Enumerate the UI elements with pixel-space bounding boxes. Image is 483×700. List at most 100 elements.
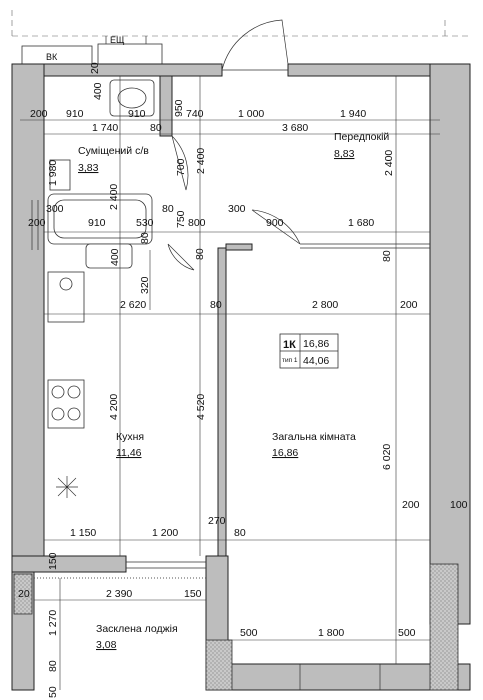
dim-1270: 1 270 [47, 610, 59, 636]
window-kitchen-left [31, 200, 39, 250]
dim-100: 100 [450, 499, 468, 511]
door-living [251, 209, 301, 245]
dim-80a: 80 [150, 122, 162, 134]
apartment-living-area: 16,86 [303, 338, 329, 350]
dim-2400c: 2 400 [383, 150, 395, 176]
dim-4520: 4 520 [195, 394, 207, 420]
dim-320: 320 [139, 276, 151, 294]
window-living-bottom [299, 664, 381, 690]
dim-530: 530 [136, 217, 154, 229]
room-area-kitchen: 11,46 [116, 447, 142, 459]
dim-2400b: 2 400 [195, 148, 207, 174]
bathtub-inner [53, 199, 147, 239]
room-name-loggia: Засклена лоджія [96, 623, 178, 635]
dim-500b: 500 [398, 627, 416, 639]
apartment-type-sub: тип 1 [282, 357, 298, 364]
dim-200d: 200 [402, 499, 420, 511]
room-name-hall: Передпокій [334, 131, 389, 143]
bathroom-fixtures [47, 79, 155, 323]
dim-270: 270 [208, 515, 226, 527]
dim-700: 700 [175, 158, 187, 176]
dim-6020: 6 020 [381, 444, 393, 470]
dim-2620: 2 620 [120, 299, 146, 311]
dim-1740: 1 740 [92, 122, 118, 134]
dim-750: 750 [175, 210, 187, 228]
dim-300b: 300 [228, 203, 246, 215]
kitchen-sink-bowl-icon [59, 277, 73, 291]
dim-20b: 20 [18, 588, 30, 600]
wall-insulation-bottom [205, 639, 233, 691]
walls [11, 63, 471, 691]
burner-icon-2 [67, 385, 81, 399]
dim-2390: 2 390 [106, 588, 132, 600]
partition-hall-living [300, 243, 430, 249]
washing-machine [49, 159, 71, 191]
sink-bowl-icon [117, 87, 147, 109]
door-bathroom [171, 135, 189, 191]
dim-500a: 500 [240, 627, 258, 639]
wall-kitchen-bottom [11, 555, 127, 573]
burner-icon-1 [51, 385, 65, 399]
dim-80f: 80 [210, 299, 222, 311]
room-area-bath: 3,83 [78, 162, 99, 174]
dim-910a: 910 [66, 108, 84, 120]
wall-left [11, 63, 45, 563]
dim-950: 950 [173, 99, 185, 117]
stove [47, 379, 85, 429]
dim-20a: 20 [89, 62, 101, 74]
dim-1940: 1 940 [340, 108, 366, 120]
room-name-kitchen: Кухня [116, 431, 144, 443]
toilet [85, 243, 133, 269]
dim-200c: 200 [400, 299, 418, 311]
dimension-labels: 200 910 910 950 740 1 000 1 940 1 740 80… [18, 62, 468, 698]
dim-740: 740 [186, 108, 204, 120]
dim-900: 900 [266, 217, 284, 229]
dim-80h: 80 [47, 660, 59, 672]
dim-3680: 3 680 [282, 122, 308, 134]
dim-150a: 150 [47, 552, 59, 570]
burner-icon-3 [51, 407, 65, 421]
dim-910c: 910 [88, 217, 106, 229]
wall-right [429, 63, 471, 625]
dimension-lines [20, 76, 440, 690]
dim-80b: 80 [162, 203, 174, 215]
dim-2800: 2 800 [312, 299, 338, 311]
door-entrance [221, 19, 289, 71]
dim-400b: 400 [109, 248, 121, 266]
room-area-living: 16,86 [272, 447, 298, 459]
apartment-type: 1К [283, 339, 296, 351]
door-kitchen [167, 243, 195, 271]
apartment-stamp: 1К тип 1 16,86 44,06 [279, 333, 339, 369]
wall-insulation-loggia [13, 573, 33, 615]
door-loggia [126, 561, 206, 569]
dim-1800: 1 800 [318, 627, 344, 639]
dim-300a: 300 [46, 203, 64, 215]
wall-bath-right [159, 75, 173, 137]
dim-800: 800 [188, 217, 206, 229]
room-name-living: Загальна кімната [272, 431, 356, 443]
openings [31, 19, 430, 690]
dim-910b: 910 [128, 108, 146, 120]
dim-1680: 1 680 [348, 217, 374, 229]
dim-1150: 1 150 [70, 527, 96, 539]
dim-2400a: 2 400 [108, 184, 120, 210]
wall-insulation-right [429, 563, 459, 691]
vent-star-icon [56, 476, 78, 498]
room-labels: Передпокій 8,83 Суміщений с/в 3,83 Кухня… [78, 131, 389, 651]
burner-icon-4 [67, 407, 81, 421]
apartment-total-area: 44,06 [303, 355, 329, 367]
dim-1980: 1 980 [47, 160, 59, 186]
kitchen-fixtures [47, 379, 85, 498]
shaft-eshch-label: ЕЩ [110, 35, 125, 45]
dim-80g: 80 [234, 527, 246, 539]
dim-1200: 1 200 [152, 527, 178, 539]
room-name-bath: Суміщений с/в [78, 145, 149, 157]
dim-150b: 150 [184, 588, 202, 600]
dim-80d: 80 [194, 248, 206, 260]
wall-hall-top [225, 243, 253, 251]
dim-200b: 200 [28, 217, 46, 229]
dim-400a: 400 [92, 82, 104, 100]
room-area-hall: 8,83 [334, 148, 355, 160]
room-area-loggia: 3,08 [96, 639, 117, 651]
